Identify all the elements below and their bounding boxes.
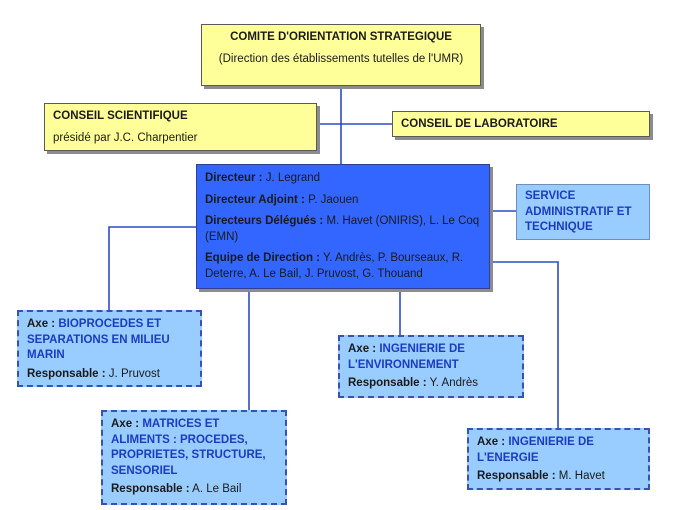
- responsable-label: Responsable :: [111, 483, 190, 496]
- delegues-value: M. Havet (ONIRIS), L. Le Coq (EMN): [205, 215, 480, 243]
- delegues-label: Directeurs Délégués :: [205, 215, 324, 228]
- axe-label: Axe :: [27, 318, 59, 330]
- responsable-value: Y. Andrès: [426, 377, 478, 390]
- direction-box: Directeur : J. Legrand Directeur Adjoint…: [196, 164, 490, 289]
- responsable-value: J. Pruvost: [105, 367, 160, 380]
- link-axe-energie: [490, 261, 559, 428]
- service-administratif-box: SERVICE ADMINISTRATIF ET TECHNIQUE: [516, 184, 650, 240]
- responsable-label: Responsable :: [477, 470, 556, 483]
- axe-environnement-box: Axe : INGENIERIE DE L'ENVIRONNEMENT Resp…: [338, 335, 524, 398]
- axe-label: Axe :: [348, 343, 380, 355]
- conseil-laboratoire-box: CONSEIL DE LABORATOIRE: [392, 111, 650, 137]
- axe-bioprocedes-box: Axe : BIOPROCEDES ET SEPARATIONS EN MILI…: [17, 310, 202, 387]
- adjoint-value: P. Jaouen: [304, 193, 359, 206]
- axe-label: Axe :: [111, 418, 143, 430]
- comite-subtitle: (Direction des établissements tutelles d…: [218, 52, 464, 65]
- conseil-laboratoire-title: CONSEIL DE LABORATOIRE: [401, 118, 558, 130]
- axe-label: Axe :: [477, 436, 509, 448]
- directeur-label: Directeur :: [205, 172, 263, 184]
- responsable-label: Responsable :: [27, 367, 106, 380]
- directeur-value: J. Legrand: [262, 172, 321, 184]
- adjoint-label: Directeur Adjoint :: [205, 193, 305, 206]
- conseil-scientifique-subtitle: présidé par J.C. Charpentier: [53, 131, 198, 144]
- axe-title: BIOPROCEDES ET SEPARATIONS EN MILIEU MAR…: [27, 318, 170, 362]
- axe-title: INGENIERIE DE L'ENERGIE: [477, 436, 594, 464]
- service-title: SERVICE ADMINISTRATIF ET TECHNIQUE: [525, 190, 632, 234]
- responsable-value: A. Le Bail: [189, 483, 242, 496]
- axe-matrices-box: Axe : MATRICES ET ALIMENTS : PROCEDES, P…: [101, 410, 287, 505]
- link-axe-bioprocedes: [108, 226, 196, 310]
- equipe-value: Y. Andrès, P. Bourseaux, R. Deterre, A. …: [205, 252, 464, 280]
- axe-energie-box: Axe : INGENIERIE DE L'ENERGIE Responsabl…: [467, 428, 650, 490]
- comite-title: COMITE D'ORIENTATION STRATEGIQUE: [230, 31, 452, 43]
- conseil-scientifique-box: CONSEIL SCIENTIFIQUE présidé par J.C. Ch…: [44, 103, 317, 151]
- comite-orientation-box: COMITE D'ORIENTATION STRATEGIQUE (Direct…: [201, 24, 481, 86]
- responsable-value: M. Havet: [555, 470, 605, 483]
- equipe-label: Equipe de Direction :: [205, 252, 321, 265]
- responsable-label: Responsable :: [348, 377, 427, 390]
- axe-title: INGENIERIE DE L'ENVIRONNEMENT: [348, 343, 465, 371]
- conseil-scientifique-title: CONSEIL SCIENTIFIQUE: [53, 110, 188, 122]
- axe-title: MATRICES ET ALIMENTS : PROCEDES, PROPRIE…: [111, 418, 266, 477]
